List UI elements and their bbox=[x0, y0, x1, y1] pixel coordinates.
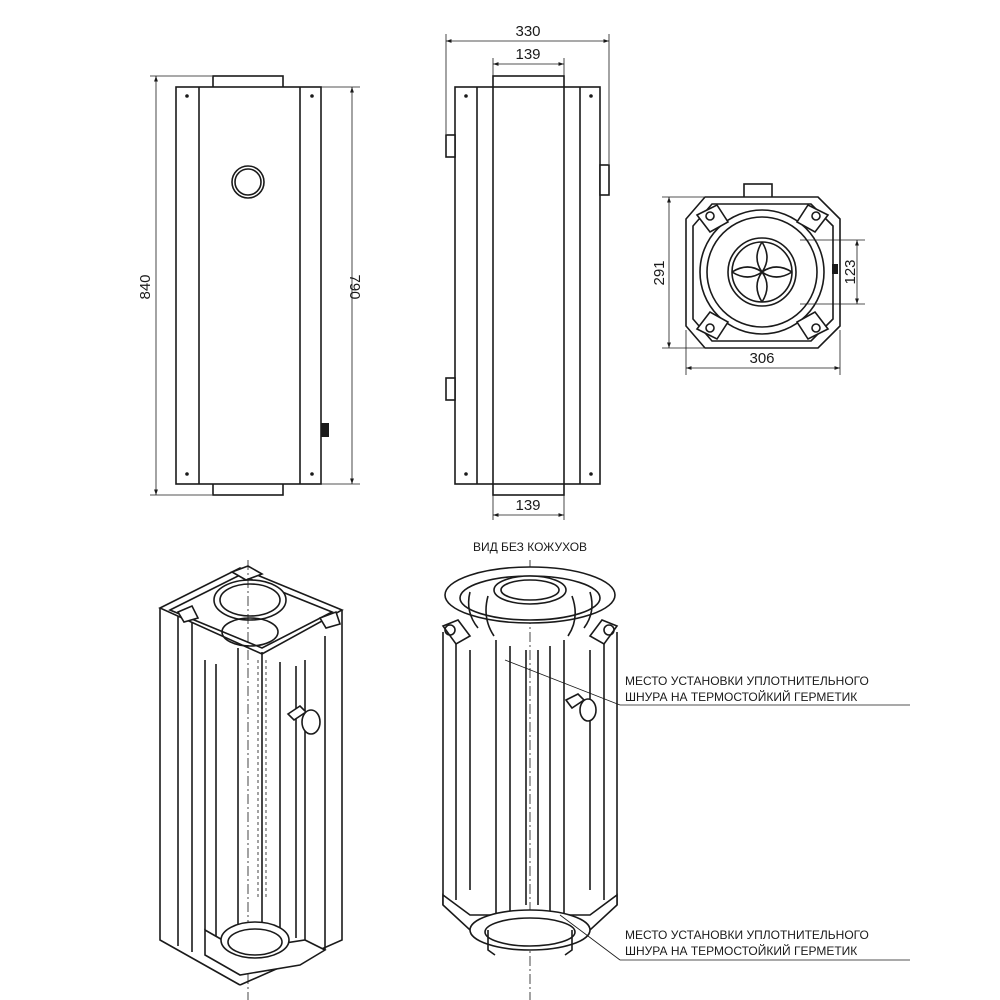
iso-bottom-ring bbox=[469, 909, 591, 951]
side-view: 330 139 139 bbox=[445, 23, 610, 520]
top-pipe-stub bbox=[743, 183, 773, 199]
dim-side-width: 330 bbox=[515, 23, 540, 40]
seal-note-bottom-line1: МЕСТО УСТАНОВКИ УПЛОТНИТЕЛЬНОГО bbox=[625, 928, 869, 942]
side-body bbox=[454, 86, 601, 485]
iso-bottom-pipe-opening bbox=[220, 921, 290, 959]
dim-top-pipe-offset: 123 bbox=[842, 259, 859, 284]
side-left-bracket-bottom bbox=[445, 377, 456, 401]
front-view: 840 790 bbox=[137, 75, 363, 496]
top-view: 291 123 306 bbox=[651, 183, 865, 375]
front-body bbox=[175, 86, 322, 485]
dim-side-top-pipe: 139 bbox=[515, 46, 540, 63]
dim-top-width: 306 bbox=[749, 350, 774, 367]
seal-note-top-line1: МЕСТО УСТАНОВКИ УПЛОТНИТЕЛЬНОГО bbox=[625, 674, 869, 688]
front-inspection-hole bbox=[231, 165, 265, 199]
leader-seal-top bbox=[504, 659, 621, 706]
iso-crown-opening bbox=[493, 575, 567, 605]
side-left-bracket-top bbox=[445, 134, 456, 158]
dim-side-bottom-pipe: 139 bbox=[515, 497, 540, 514]
front-handle bbox=[321, 423, 329, 437]
side-right-bracket bbox=[599, 164, 610, 196]
dim-top-depth: 291 bbox=[651, 260, 668, 285]
label-view-without-casing: ВИД БЕЗ КОЖУХОВ bbox=[473, 540, 587, 554]
leader-seal-bottom bbox=[559, 914, 621, 961]
dim-front-height: 840 bbox=[137, 274, 154, 299]
iso-view-with-casing bbox=[158, 560, 344, 1000]
iso-view-without-casing: ВИД БЕЗ КОЖУХОВ bbox=[441, 540, 910, 1000]
dim-front-inner-height: 790 bbox=[346, 274, 363, 299]
seal-note-bottom-line2: ШНУРА НА ТЕРМОСТОЙКИЙ ГЕРМЕТИК bbox=[625, 943, 857, 958]
seal-note-top-line2: ШНУРА НА ТЕРМОСТОЙКИЙ ГЕРМЕТИК bbox=[625, 689, 857, 704]
iso-top-pipe-opening bbox=[213, 579, 287, 621]
